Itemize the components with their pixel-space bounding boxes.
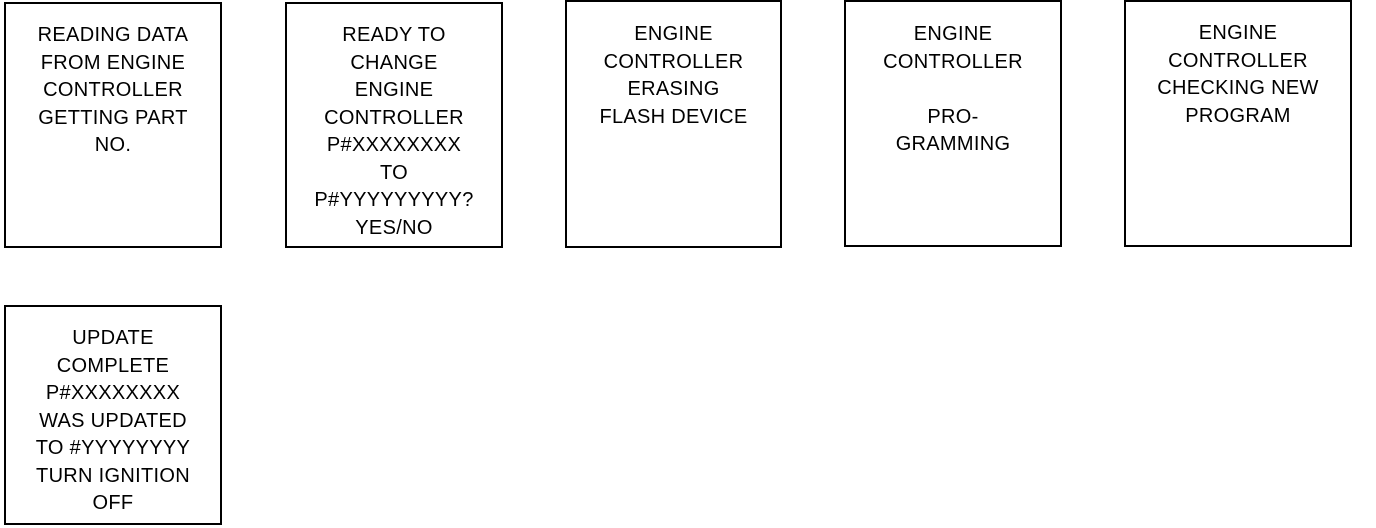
message-line: TO: [379, 161, 408, 184]
message-line: FLASH DEVICE: [599, 105, 748, 128]
screen-message: ENGINE CONTROLLER PRO- GRAMMING: [846, 2, 1060, 159]
message-line: OFF: [92, 492, 134, 514]
message-line: UPDATE: [72, 327, 154, 349]
message-line: NO.: [94, 134, 132, 156]
screen-message: ENGINE CONTROLLER CHECKING NEW PROGRAM: [1126, 2, 1350, 130]
message-line: P#XXXXXXXX: [45, 382, 181, 404]
message-line: P#YYYYYYYYY?: [314, 189, 474, 211]
message-line: P#XXXXXXXX: [326, 134, 462, 156]
message-line: CHANGE: [350, 51, 438, 74]
screen-programming: ENGINE CONTROLLER PRO- GRAMMING: [844, 0, 1062, 247]
screen-message: READY TO CHANGE ENGINE CONTROLLER P#XXXX…: [287, 4, 501, 242]
message-line: FROM ENGINE: [40, 51, 186, 74]
message-line: CONTROLLER: [1168, 49, 1308, 72]
message-line: CONTROLLER: [43, 79, 183, 101]
message-line: COMPLETE: [56, 354, 170, 377]
message-line: GETTING PART: [38, 106, 188, 129]
message-line: WAS UPDATED: [39, 409, 187, 432]
message-line: CONTROLLER: [883, 50, 1023, 73]
screen-update-complete: UPDATE COMPLETE P#XXXXXXXX WAS UPDATED T…: [4, 305, 222, 525]
message-line: YES/NO: [355, 216, 433, 239]
screen-message: UPDATE COMPLETE P#XXXXXXXX WAS UPDATED T…: [6, 307, 220, 518]
screen-message: ENGINE CONTROLLER ERASING FLASH DEVICE: [567, 2, 780, 131]
message-line: PRO-: [927, 105, 979, 128]
message-line: CONTROLLER: [603, 50, 744, 73]
message-line: ENGINE: [913, 23, 993, 45]
message-line: ENGINE: [634, 23, 713, 45]
message-line: TO #YYYYYYYY: [35, 437, 191, 459]
message-line: TURN IGNITION: [36, 464, 190, 487]
screen-message: READING DATA FROM ENGINE CONTROLLER GETT…: [6, 4, 220, 160]
message-line: GRAMMING: [895, 133, 1011, 155]
screen-checking-program: ENGINE CONTROLLER CHECKING NEW PROGRAM: [1124, 0, 1352, 247]
message-line: CONTROLLER: [324, 106, 464, 129]
message-line: ENGINE: [354, 79, 434, 101]
screen-reading-data: READING DATA FROM ENGINE CONTROLLER GETT…: [4, 2, 222, 248]
message-line: READY TO: [342, 24, 446, 46]
message-line: ERASING: [627, 78, 720, 100]
screen-erasing-flash: ENGINE CONTROLLER ERASING FLASH DEVICE: [565, 0, 782, 248]
screen-ready-to-change: READY TO CHANGE ENGINE CONTROLLER P#XXXX…: [285, 2, 503, 248]
message-line-blank: [846, 76, 1060, 104]
message-line: READING DATA: [37, 24, 189, 46]
message-line: ENGINE: [1198, 22, 1278, 44]
message-line: PROGRAM: [1185, 104, 1291, 127]
message-line: CHECKING NEW: [1157, 77, 1319, 99]
